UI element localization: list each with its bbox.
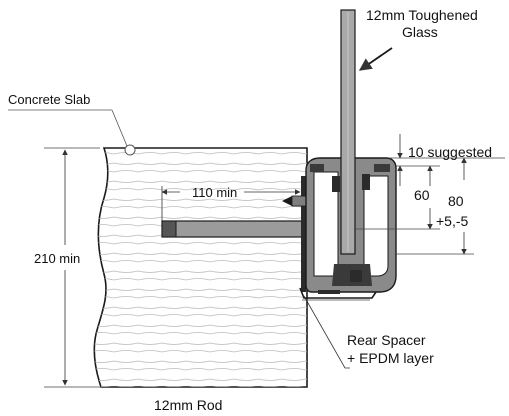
concrete-slab-leader bbox=[8, 109, 136, 156]
glass-panel bbox=[340, 9, 356, 255]
cladding-cap bbox=[299, 287, 377, 301]
dimension-60-label: 60 bbox=[414, 187, 430, 203]
slab-hatch-line bbox=[94, 170, 308, 173]
slab-hatch-line bbox=[94, 378, 308, 381]
slab-hatch-line bbox=[94, 350, 308, 353]
slab-hatch-line bbox=[94, 324, 308, 327]
slab-hatch-line bbox=[94, 314, 308, 317]
slab-hatch-line bbox=[94, 260, 308, 263]
slab-hatch-line bbox=[94, 216, 308, 219]
rear-spacer-leader bbox=[303, 295, 350, 369]
right-extension-lines bbox=[354, 157, 505, 255]
slab-hatching bbox=[94, 152, 308, 387]
slab-hatch-line bbox=[94, 332, 308, 335]
slab-hatch-line bbox=[94, 252, 308, 255]
slab-hatch-line bbox=[94, 278, 308, 281]
rod-label: 12mm Rod bbox=[154, 397, 222, 413]
dimension-80-label: 80 bbox=[448, 193, 464, 209]
glass-label-line1: 12mm Toughened bbox=[366, 7, 478, 23]
slab-hatch-line bbox=[94, 288, 308, 291]
slab-hatch-line bbox=[94, 180, 308, 183]
slab-hatch-line bbox=[94, 386, 308, 387]
dimension-110-label: 110 min bbox=[192, 185, 237, 200]
dimension-210-label: 210 min bbox=[34, 251, 80, 266]
slab-hatch-line bbox=[94, 188, 308, 191]
glass-leader-arrow bbox=[358, 47, 393, 71]
slab-hatch-line bbox=[94, 296, 308, 299]
slab-hatch-line bbox=[94, 162, 308, 165]
dimension-80-tolerance: +5,-5 bbox=[436, 213, 469, 229]
slab-hatch-line bbox=[94, 306, 308, 309]
dimension-210 bbox=[44, 147, 100, 388]
slab-hatch-line bbox=[94, 206, 308, 209]
slab-hatch-line bbox=[94, 360, 308, 363]
slab-hatch-line bbox=[94, 368, 308, 371]
dimension-110 bbox=[161, 186, 301, 221]
concrete-slab bbox=[93, 147, 308, 388]
rear-spacer-label-line2: + EPDM layer bbox=[347, 350, 434, 366]
slab-hatch-line bbox=[94, 242, 308, 245]
dimension-210-label-bg bbox=[30, 250, 90, 266]
glass-label-line2: Glass bbox=[402, 24, 438, 40]
dimension-10-label: 10 suggested bbox=[408, 144, 492, 160]
concrete-slab-label: Concrete Slab bbox=[8, 92, 90, 107]
slab-hatch-line bbox=[94, 342, 308, 345]
rear-spacer-label-line1: Rear Spacer bbox=[347, 332, 426, 348]
slab-hatch-line bbox=[94, 270, 308, 273]
